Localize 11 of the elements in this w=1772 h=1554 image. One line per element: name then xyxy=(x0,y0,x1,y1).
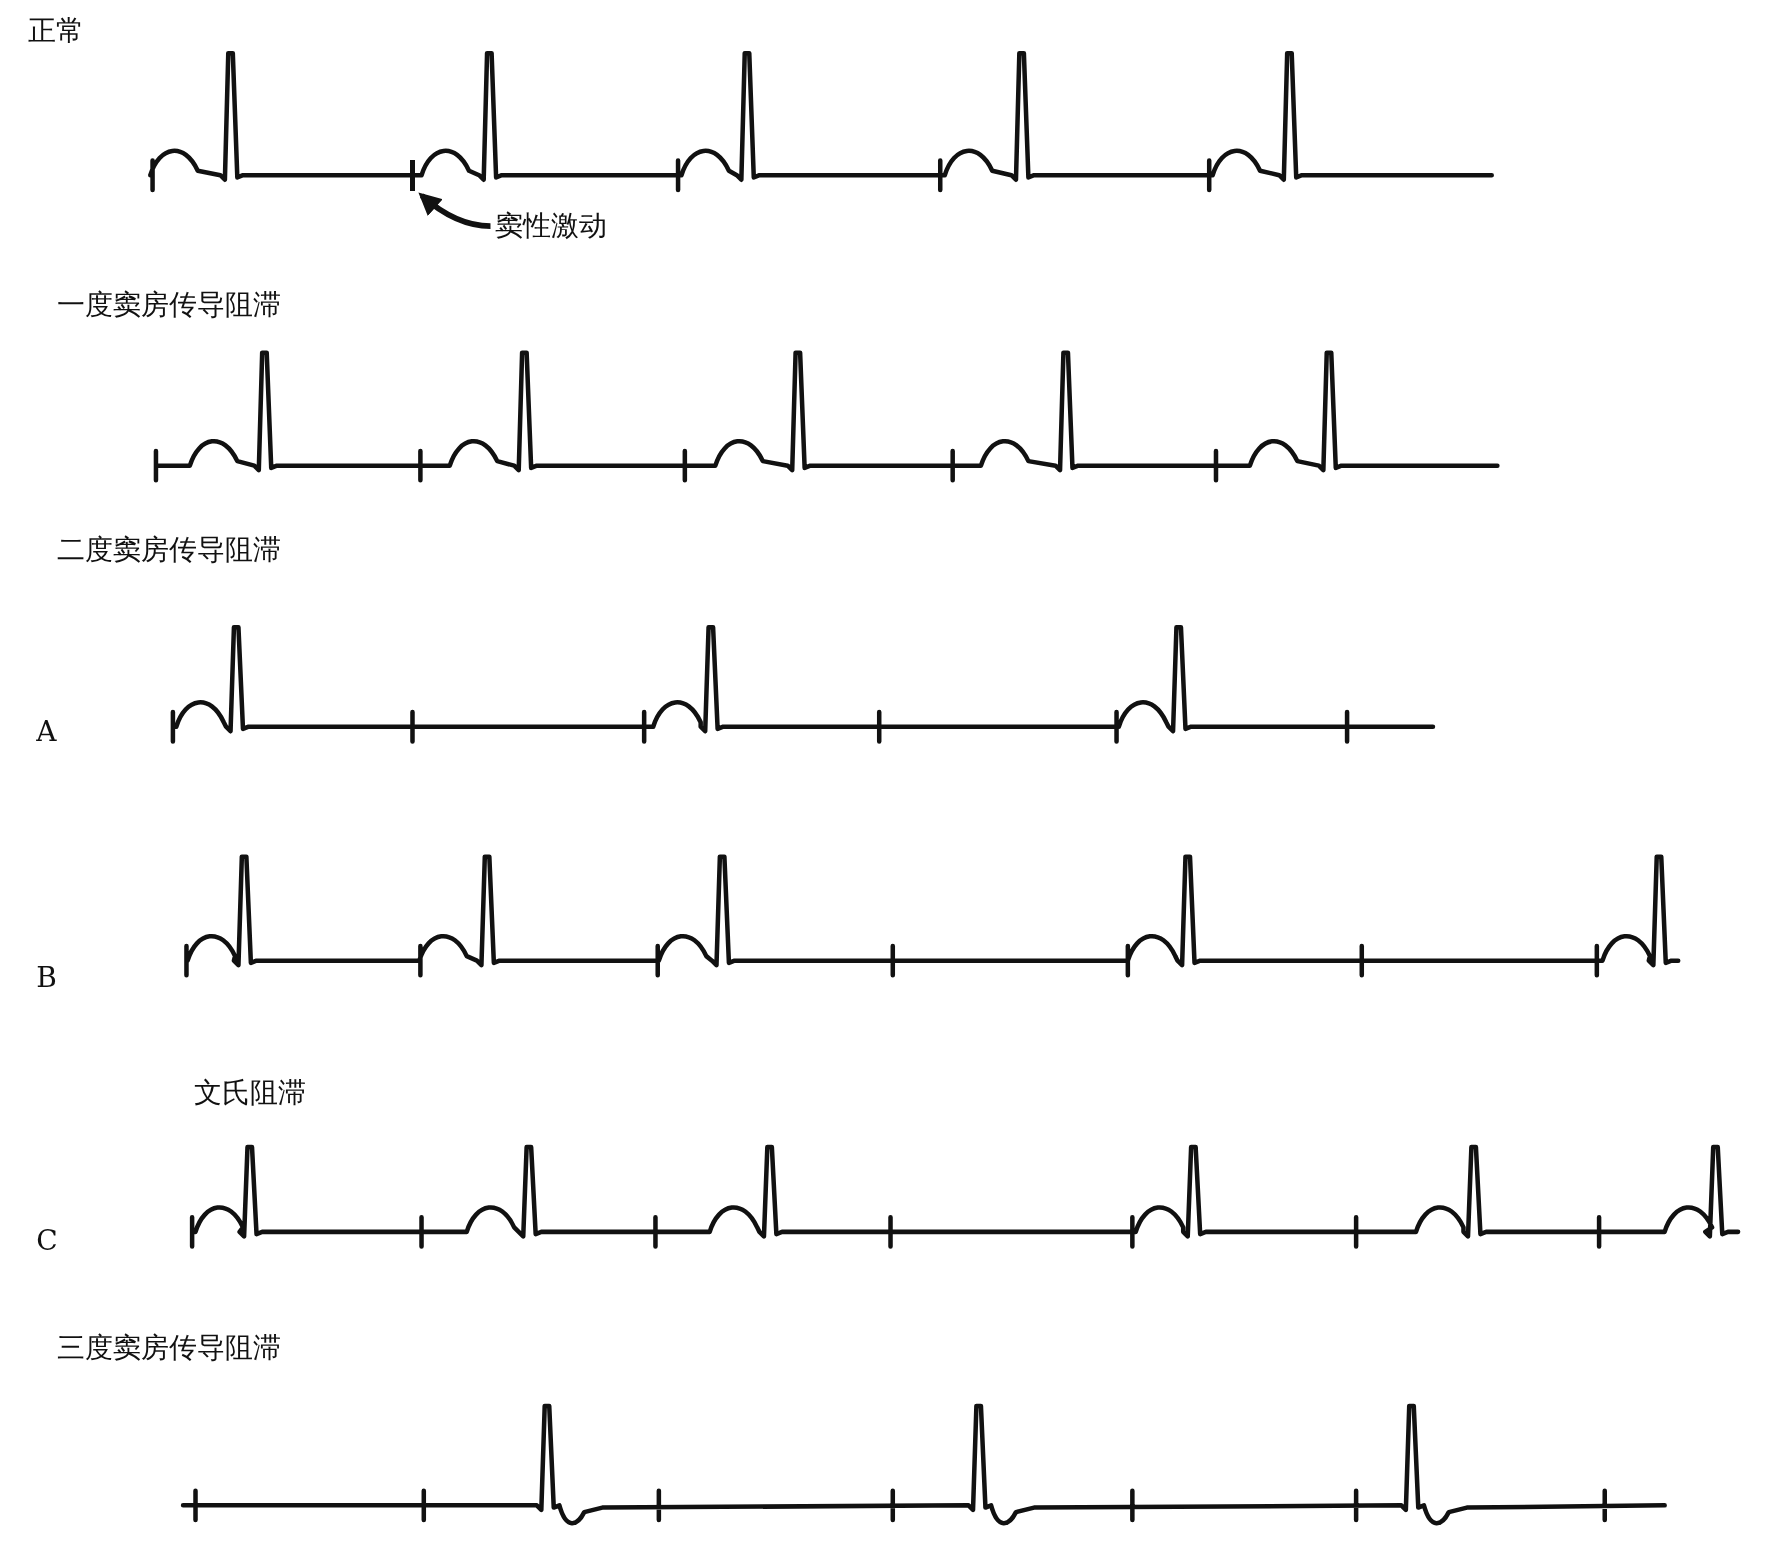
strip-label: 二度窦房传导阻滞 xyxy=(56,533,281,568)
strip-label: C xyxy=(36,1223,58,1258)
strip-label: B xyxy=(36,960,57,995)
strip-label: 一度窦房传导阻滞 xyxy=(56,288,281,323)
impulse-tick xyxy=(410,160,415,191)
strip-label: A xyxy=(36,715,57,750)
strip-label: 文氏阻滞 xyxy=(194,1075,307,1110)
strip-label: 三度窦房传导阻滞 xyxy=(56,1331,281,1366)
leader-arrow xyxy=(418,192,491,229)
callout-text: 窦性激动 xyxy=(495,209,607,244)
strip-label: 正常 xyxy=(28,13,85,48)
